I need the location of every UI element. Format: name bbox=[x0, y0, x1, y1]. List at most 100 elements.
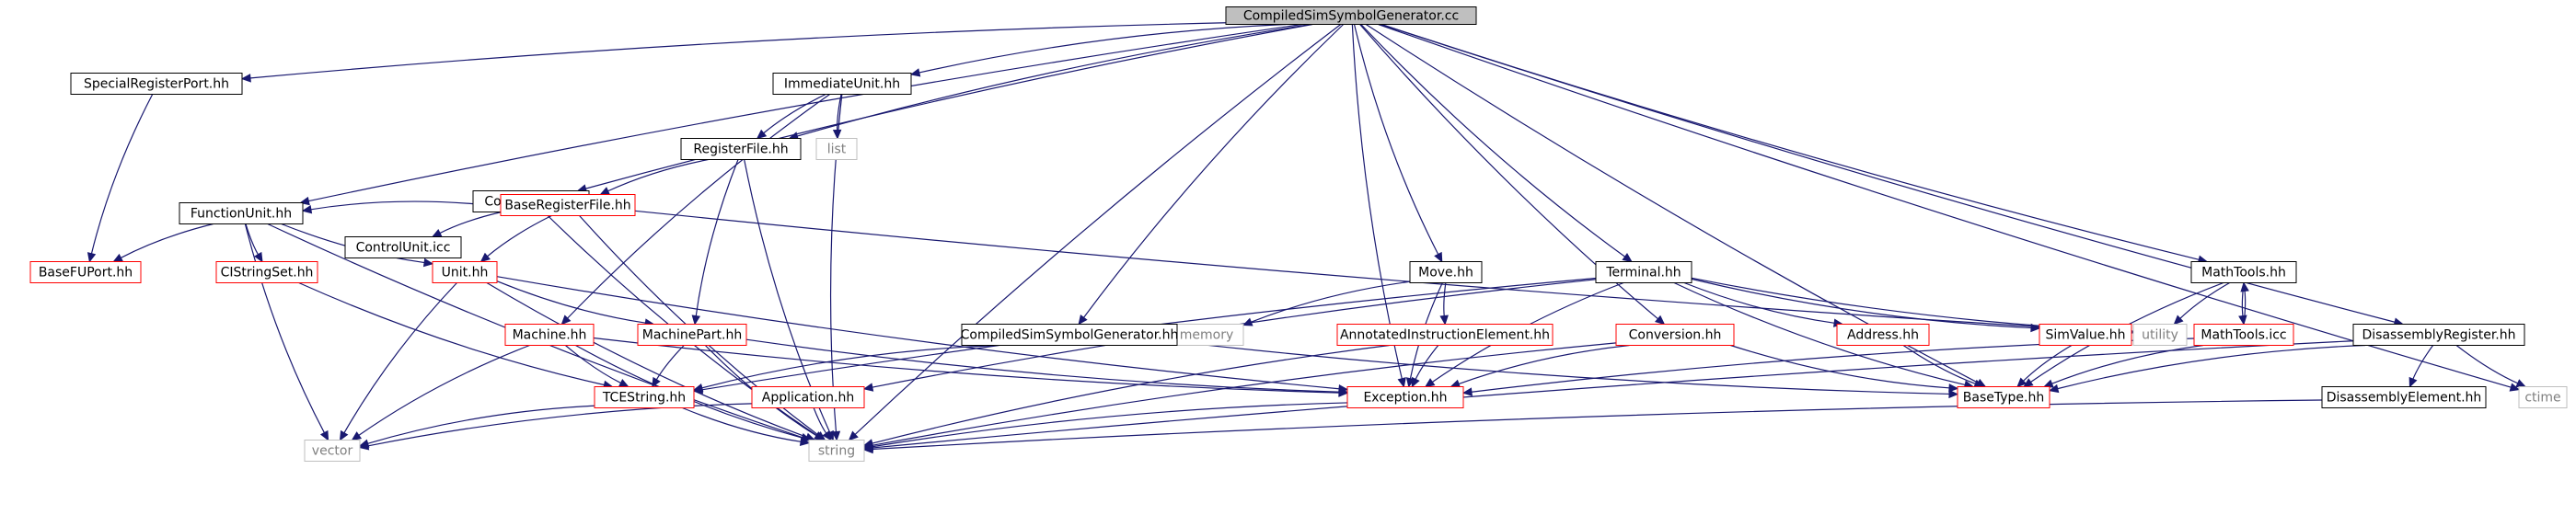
node-basetype-hh[interactable]: BaseType.hh bbox=[1957, 386, 2050, 408]
node-vector: vector bbox=[304, 440, 361, 462]
node-functionunit-hh[interactable]: FunctionUnit.hh bbox=[179, 202, 304, 224]
arrowhead-move-to-aie bbox=[1439, 315, 1449, 326]
arrowhead-dr-to-de bbox=[2409, 376, 2418, 388]
edge-root-to-imm bbox=[918, 23, 1287, 74]
node-label-dr: DisassemblyRegister.hh bbox=[2362, 328, 2516, 343]
edge-term-to-bt bbox=[1673, 281, 1967, 386]
node-machinepart-hh[interactable]: MachinePart.hh bbox=[637, 324, 747, 346]
node-registerfile-hh[interactable]: RegisterFile.hh bbox=[680, 138, 802, 160]
node-disassemblyelement-hh[interactable]: DisassemblyElement.hh bbox=[2321, 386, 2487, 408]
node-label-list: list bbox=[827, 143, 847, 157]
node-utility: utility bbox=[2132, 324, 2188, 346]
node-box-utility bbox=[2132, 324, 2188, 346]
edge-term-to-utility bbox=[1691, 277, 2127, 332]
edge-move-to-aie bbox=[1443, 282, 1447, 317]
arrowhead-aie-to-exc bbox=[1411, 376, 1420, 388]
node-label-rf: RegisterFile.hh bbox=[693, 143, 788, 157]
nodes-layer: CompiledSimSymbolGenerator.ccSpecialRegi… bbox=[29, 6, 2568, 462]
arrowhead-imm-to-rf bbox=[756, 129, 768, 140]
arrowhead-tces-to-string bbox=[799, 437, 811, 446]
node-label-tces: TCEString.hh bbox=[602, 391, 686, 406]
node-specialregisterport-hh[interactable]: SpecialRegisterPort.hh bbox=[70, 73, 243, 95]
edge-dr-to-de bbox=[2411, 345, 2434, 381]
arrowhead-mt-to-bt bbox=[2023, 378, 2034, 388]
node-address-hh[interactable]: Address.hh bbox=[1836, 324, 1930, 346]
edge-conv-to-bt bbox=[1730, 344, 1951, 389]
edge-imm-to-mach bbox=[566, 94, 830, 320]
node-mathtools-icc[interactable]: MathTools.icc bbox=[2193, 324, 2294, 346]
node-label-cssg: CompiledSimSymbolGenerator.hh bbox=[961, 328, 1179, 343]
node-exception-hh[interactable]: Exception.hh bbox=[1346, 386, 1464, 408]
node-box-ctime bbox=[2518, 386, 2568, 408]
node-label-aie: AnnotatedInstructionElement.hh bbox=[1340, 328, 1550, 343]
edge-rf-to-brf bbox=[606, 158, 709, 192]
arrowhead-cu-to-cuicc bbox=[431, 228, 443, 238]
node-box-move bbox=[1409, 261, 1483, 283]
edge-mach-to-vector bbox=[357, 344, 530, 437]
node-conversion-hh[interactable]: Conversion.hh bbox=[1615, 324, 1735, 346]
node-controlunit-icc[interactable]: ControlUnit.icc bbox=[344, 236, 462, 258]
node-simvalue-hh[interactable]: SimValue.hh bbox=[2039, 324, 2132, 346]
node-tcestring-hh[interactable]: TCEString.hh bbox=[594, 386, 695, 408]
node-unit-hh[interactable]: Unit.hh bbox=[432, 261, 498, 283]
node-box-fu bbox=[179, 202, 304, 224]
edge-conv-to-exc bbox=[1457, 344, 1630, 385]
edge-imm-to-list bbox=[837, 94, 842, 132]
arrowhead-imm-to-string bbox=[831, 430, 841, 441]
node-label-simv: SimValue.hh bbox=[2045, 328, 2125, 343]
node-label-conv: Conversion.hh bbox=[1629, 328, 1722, 343]
node-label-srp: SpecialRegisterPort.hh bbox=[84, 77, 229, 92]
arrowhead-mticc-to-mt bbox=[2240, 281, 2249, 292]
arrowhead-app-to-string bbox=[822, 429, 832, 441]
node-compiledsimsymbolgenerator-hh[interactable]: CompiledSimSymbolGenerator.hh bbox=[961, 324, 1179, 346]
edge-root-to-cu bbox=[584, 23, 1313, 189]
node-box-tces bbox=[594, 386, 695, 408]
node-label-term: Terminal.hh bbox=[1605, 266, 1681, 280]
node-move-hh[interactable]: Move.hh bbox=[1409, 261, 1483, 283]
node-application-hh[interactable]: Application.hh bbox=[751, 386, 865, 408]
edge-mach-to-tces bbox=[565, 345, 622, 384]
edge-term-to-simv bbox=[1691, 278, 2033, 329]
arrowhead-simv-to-bt bbox=[2016, 377, 2027, 388]
node-label-ciss: CIStringSet.hh bbox=[221, 266, 314, 280]
node-baseregisterfile-hh[interactable]: BaseRegisterFile.hh bbox=[500, 194, 636, 216]
node-compiledsimsymbolgenerator-cc[interactable]: CompiledSimSymbolGenerator.cc bbox=[1225, 6, 1477, 25]
arrowhead-dr-to-bt bbox=[2048, 383, 2060, 394]
arrowhead-dr-to-ctime bbox=[2515, 379, 2527, 388]
arrowhead-mticc-to-bt bbox=[2042, 379, 2054, 388]
edge-fu-to-bfu bbox=[120, 223, 214, 259]
node-terminal-hh[interactable]: Terminal.hh bbox=[1595, 261, 1692, 283]
arrowhead-root-to-term bbox=[1622, 253, 1633, 263]
node-label-addr: Address.hh bbox=[1847, 328, 1919, 343]
node-mathtools-hh[interactable]: MathTools.hh bbox=[2190, 261, 2297, 283]
node-label-move: Move.hh bbox=[1418, 266, 1473, 280]
node-cistringset-hh[interactable]: CIStringSet.hh bbox=[215, 261, 318, 283]
edge-conv-to-string bbox=[871, 342, 1617, 447]
arrowhead-mach-to-vector bbox=[351, 431, 363, 441]
node-annotatedinstructionelement-hh[interactable]: AnnotatedInstructionElement.hh bbox=[1336, 324, 1554, 346]
node-machine-hh[interactable]: Machine.hh bbox=[504, 324, 595, 346]
arrowhead-conv-to-bt bbox=[1948, 383, 1959, 393]
node-immediateunit-hh[interactable]: ImmediateUnit.hh bbox=[772, 73, 912, 95]
node-box-mticc bbox=[2193, 324, 2294, 346]
node-label-mt: MathTools.hh bbox=[2201, 266, 2286, 280]
arrowhead-mt-to-mticc bbox=[2238, 315, 2247, 326]
node-label-app: Application.hh bbox=[762, 391, 854, 406]
arrowhead-cssg-to-bt bbox=[1948, 389, 1959, 399]
edge-root-to-cssg bbox=[1082, 24, 1345, 319]
node-label-brf: BaseRegisterFile.hh bbox=[504, 199, 630, 213]
node-box-mp bbox=[637, 324, 747, 346]
edge-cu-to-utility bbox=[588, 205, 2127, 333]
arrowhead-srp-to-bfu bbox=[87, 252, 97, 263]
edge-unit-to-vector bbox=[342, 282, 457, 434]
node-disassemblyregister-hh[interactable]: DisassemblyRegister.hh bbox=[2352, 324, 2525, 346]
arrowhead-root-to-srp bbox=[240, 74, 251, 83]
arrowhead-root-to-conv bbox=[1654, 315, 1666, 326]
node-basefuport-hh[interactable]: BaseFUPort.hh bbox=[29, 261, 142, 283]
node-box-de bbox=[2321, 386, 2487, 408]
edge-de-to-string bbox=[871, 399, 2323, 451]
edge-root-to-ctime bbox=[1378, 23, 2512, 389]
arrowhead-mach-to-tces bbox=[618, 378, 630, 388]
arrowhead-root-to-ctime bbox=[2509, 383, 2521, 392]
